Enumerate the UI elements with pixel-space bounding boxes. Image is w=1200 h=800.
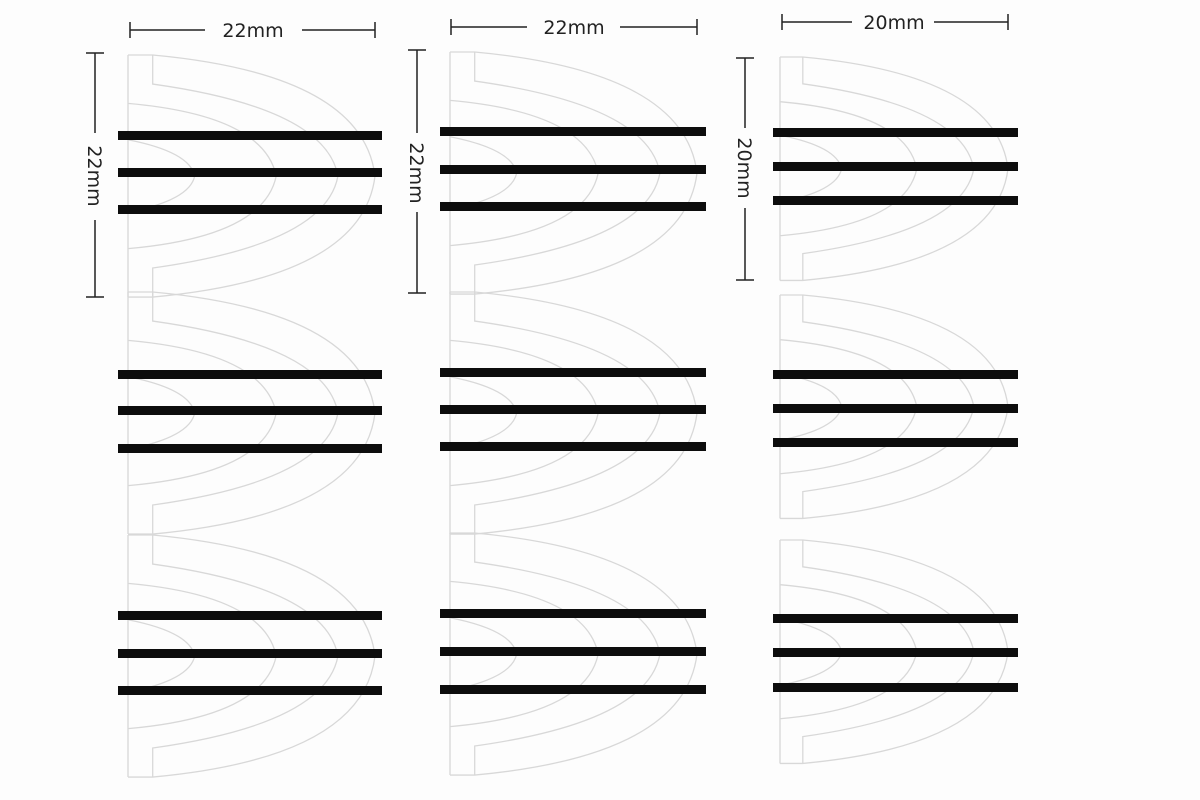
col2-height-label: 22mm <box>405 142 427 203</box>
col1-height-label: 22mm <box>83 145 105 206</box>
stripe-r3c1-1 <box>118 611 382 620</box>
dimension-markers: 22mm 22mm 20mm 22mm 22mm 20mm <box>83 12 1009 298</box>
col2-height-marker: 22mm <box>405 49 427 294</box>
stripe-r3c2-3 <box>440 685 706 694</box>
stripe-r2c2-2 <box>440 405 706 414</box>
col3-width-label: 20mm <box>863 12 924 34</box>
stripe-r3c2-2 <box>440 647 706 656</box>
stripe-r3c1-2 <box>118 649 382 658</box>
stripe-r2c2-1 <box>440 368 706 377</box>
stripe-r1c3-1 <box>773 128 1018 137</box>
stripe-r1c1-1 <box>118 131 382 140</box>
stripe-r3c1-3 <box>118 686 382 695</box>
stripe-r1c2-2 <box>440 165 706 174</box>
stripe-r3c3-2 <box>773 648 1018 657</box>
pad-stripes <box>118 127 1018 695</box>
col3-width-marker: 20mm <box>781 12 1009 34</box>
col2-width-marker: 22mm <box>450 17 698 39</box>
col1-width-label: 22mm <box>222 20 283 42</box>
stripe-r2c1-2 <box>118 406 382 415</box>
stripe-r2c3-2 <box>773 404 1018 413</box>
stripe-r1c2-1 <box>440 127 706 136</box>
stripe-r2c1-1 <box>118 370 382 379</box>
stripe-r1c1-3 <box>118 205 382 214</box>
col3-height-marker: 20mm <box>733 57 755 281</box>
col1-height-marker: 22mm <box>83 52 105 298</box>
stripe-r2c2-3 <box>440 442 706 451</box>
stripe-r1c3-2 <box>773 162 1018 171</box>
stripe-r3c3-3 <box>773 683 1018 692</box>
stripe-r2c3-3 <box>773 438 1018 447</box>
stripe-r2c3-1 <box>773 370 1018 379</box>
stripe-r1c1-2 <box>118 168 382 177</box>
stripe-r3c3-1 <box>773 614 1018 623</box>
col3-height-label: 20mm <box>733 137 755 198</box>
stripe-r1c2-3 <box>440 202 706 211</box>
col2-width-label: 22mm <box>543 17 604 39</box>
stripe-r3c2-1 <box>440 609 706 618</box>
stripe-r2c1-3 <box>118 444 382 453</box>
stripe-r1c3-3 <box>773 196 1018 205</box>
col1-width-marker: 22mm <box>129 20 376 42</box>
